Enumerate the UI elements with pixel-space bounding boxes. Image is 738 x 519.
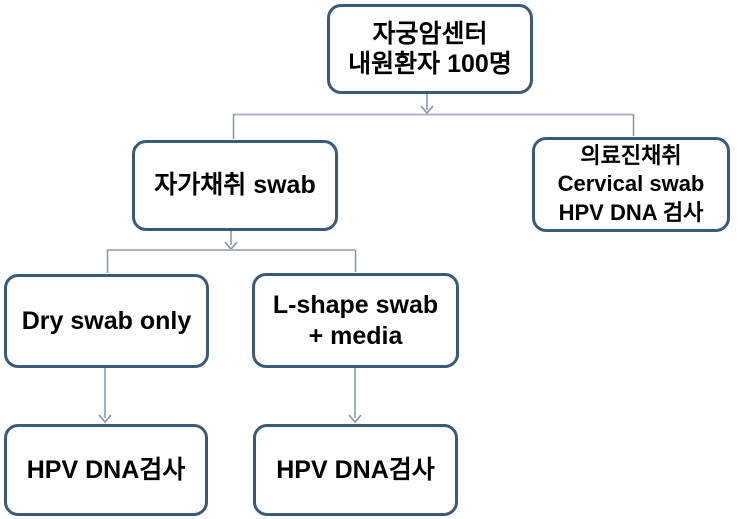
node-hpv-dna-test-left: HPV DNA검사 — [4, 424, 208, 516]
node-label-line: HPV DNA 검사 — [558, 199, 704, 225]
node-lshape-swab-media: L-shape swab + media — [252, 273, 459, 368]
node-label-line: HPV DNA검사 — [276, 455, 435, 484]
node-label-line: 자궁암센터 — [372, 19, 488, 48]
node-dry-swab-only: Dry swab only — [4, 274, 209, 368]
node-label-line: 내원환자 100명 — [348, 50, 512, 78]
node-label-line: Dry swab only — [21, 306, 192, 335]
arrowhead-dry-to-hpv — [98, 414, 112, 424]
node-clinician-collected-swab: 의료진채취 Cervical swab HPV DNA 검사 — [532, 137, 730, 232]
arrowhead-self-swab-stem — [224, 241, 238, 251]
node-cancer-center-patients: 자궁암센터 내원환자 100명 — [327, 4, 533, 94]
node-label-line: HPV DNA검사 — [26, 455, 186, 484]
arrowhead-lshape-to-hpv — [348, 414, 362, 424]
node-label-line: L-shape swab — [272, 291, 439, 319]
node-hpv-dna-test-mid: HPV DNA검사 — [253, 424, 458, 516]
arrowhead-root-stem — [420, 105, 434, 115]
node-self-collected-swab: 자가채취 swab — [132, 140, 338, 231]
node-label-line: 의료진채취 — [580, 142, 682, 168]
node-label-line: 자가채취 swab — [154, 171, 316, 200]
node-label-line: Cervical swab — [557, 171, 705, 197]
node-label-line: + media — [308, 321, 403, 350]
